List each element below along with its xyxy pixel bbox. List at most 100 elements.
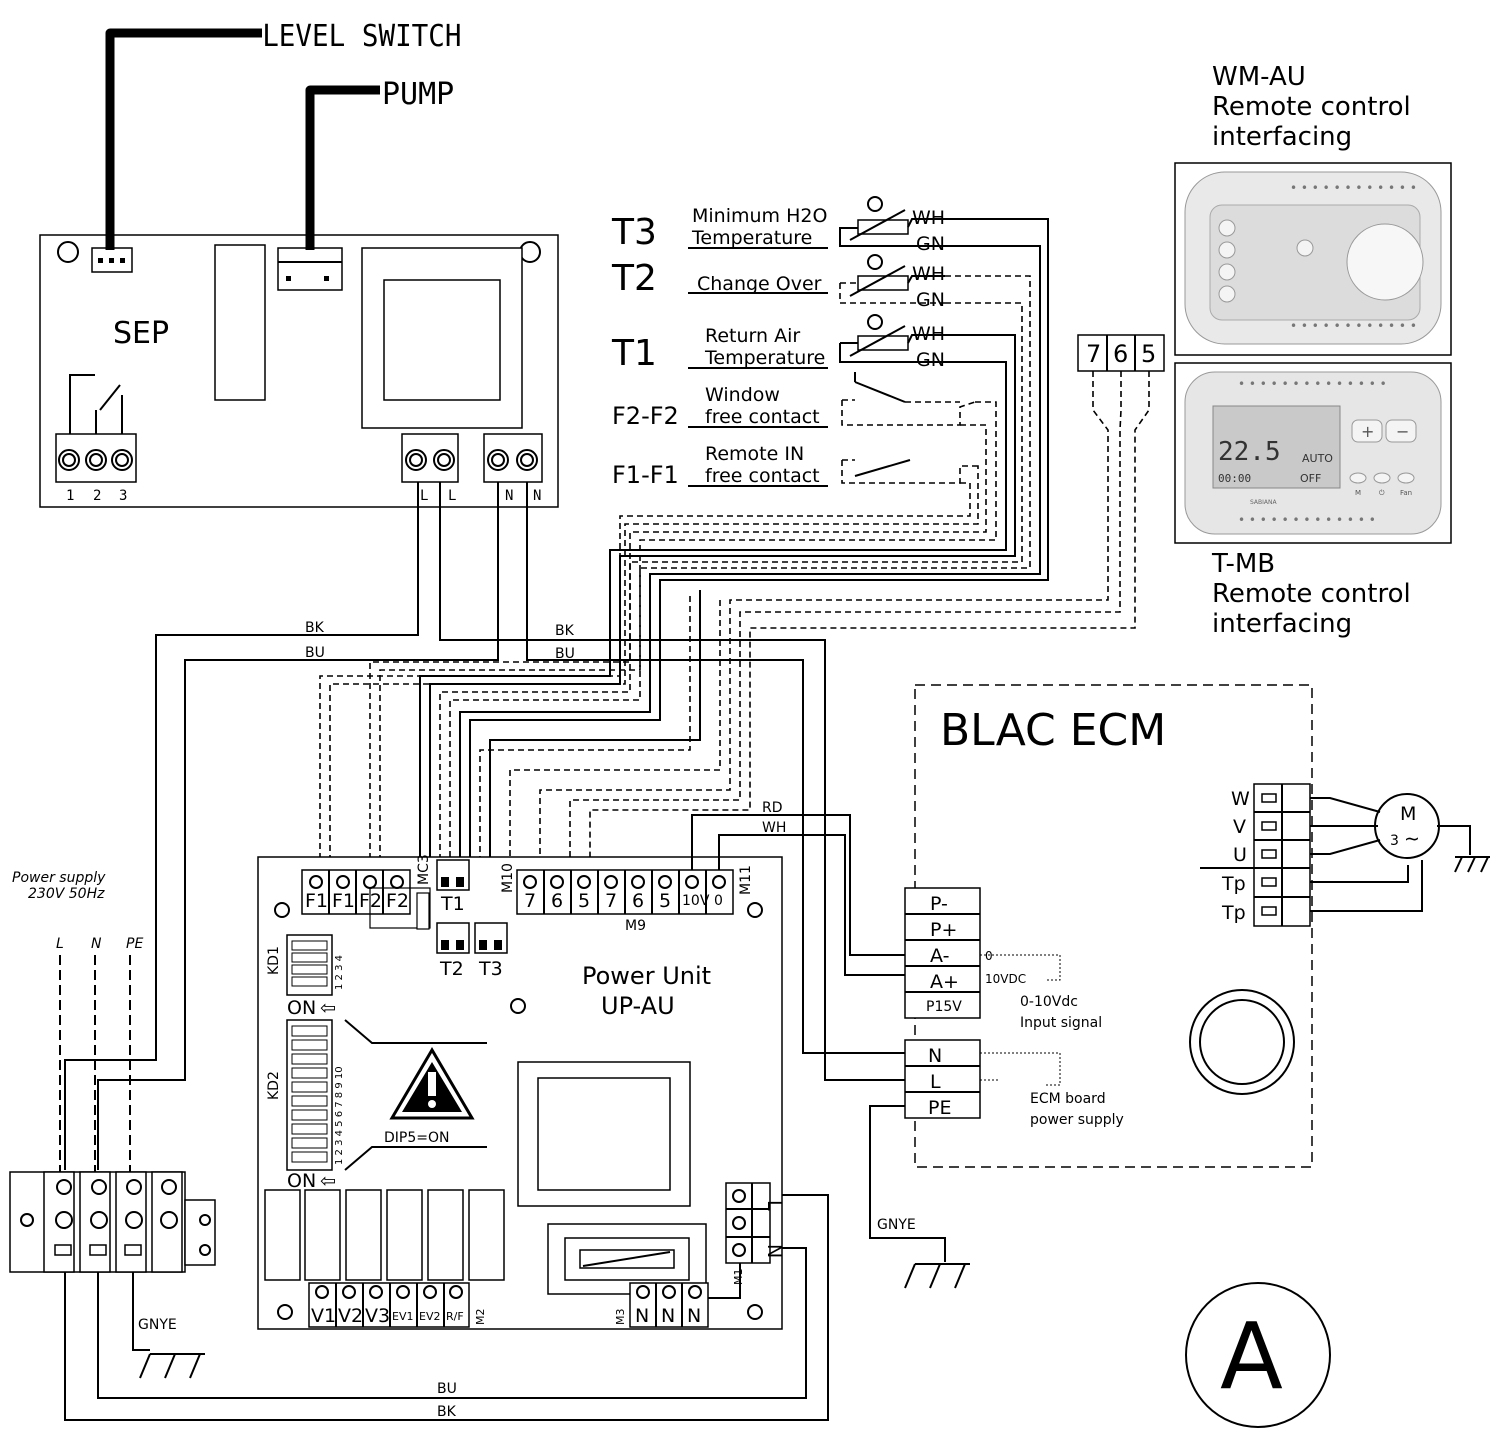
remote-terminal-block	[539, 334, 1165, 860]
pu-m3-n3: N	[687, 1305, 701, 1327]
wm-au-line2: Remote control	[1212, 92, 1411, 122]
motor-tp2: Tp	[1221, 902, 1246, 924]
t-mb-lcd-mode: AUTO	[1302, 452, 1333, 465]
kd2-switch	[291, 1025, 328, 1037]
sensor-t2-id: T2	[611, 258, 657, 299]
sep-power-terminals	[401, 433, 543, 483]
pu-m9-5b: 5	[659, 890, 671, 912]
wire-wh: WH	[762, 820, 786, 836]
kd2-switch	[291, 1109, 328, 1121]
sep-terminal-2: 2	[93, 488, 101, 504]
sep-terminal-3: 3	[119, 488, 127, 504]
ecm-a-minus: A-	[930, 945, 949, 967]
ecm-zero: 0	[985, 949, 993, 963]
pu-m9: M9	[625, 918, 646, 934]
wire-bk-1: BK	[305, 620, 325, 636]
sep-l1: L	[420, 488, 428, 504]
sep-title: SEP	[113, 316, 169, 351]
pu-kd1: KD1	[266, 946, 282, 975]
wm-au-line3: interfacing	[1212, 122, 1352, 152]
motor-ac-icon: ∼	[1404, 828, 1420, 850]
t-mb-btn-m: M	[1355, 489, 1361, 497]
sensor-list	[688, 247, 828, 487]
wm-au-line1: WM-AU	[1212, 62, 1306, 92]
pump-cable	[305, 85, 380, 250]
pu-m3-n1: N	[635, 1305, 649, 1327]
kd2-switch	[291, 1081, 328, 1093]
pu-f1-a: F1	[305, 890, 328, 912]
ecm-signal1: 0-10Vdc	[1020, 994, 1078, 1010]
power-supply-line1: Power supply	[12, 870, 106, 886]
t-mb-brand: SABIANA	[1250, 499, 1278, 506]
t-mb-dots-top: • • • • • • • • • • • • • •	[1238, 377, 1387, 391]
pu-ev1: EV1	[392, 1310, 413, 1323]
ecm-l: L	[930, 1071, 941, 1093]
sensor-t1-label1: Return Air	[705, 325, 800, 347]
pu-dip5: DIP5=ON	[384, 1130, 449, 1146]
pu-t1: T1	[440, 893, 465, 915]
motor-u: U	[1233, 844, 1247, 866]
pu-kd2: KD2	[266, 1071, 282, 1100]
pu-f2-b: F2	[386, 890, 409, 912]
pu-kd2-arrow-icon: ⇦	[320, 1170, 336, 1192]
diagram-letter-circle	[1185, 1282, 1331, 1428]
pu-ev2: EV2	[419, 1310, 440, 1323]
t-mb-btn-power: ⏻	[1379, 489, 1385, 497]
pu-m9-0: 0	[714, 893, 723, 909]
motor-m: M	[1400, 803, 1416, 825]
kd2-switch	[291, 1095, 328, 1107]
t-mb-dots-bottom: • • • • • • • • • • • • •	[1238, 513, 1376, 527]
contact-f2-label2: free contact	[705, 406, 820, 428]
remote-terminal-5: 5	[1141, 340, 1156, 368]
pu-title1: Power Unit	[582, 962, 711, 990]
pu-m1-l: L	[763, 1200, 785, 1211]
t1-wh: WH	[912, 323, 945, 345]
t3-wh: WH	[912, 207, 945, 229]
wire-bu-1: BU	[305, 645, 325, 661]
t-mb-remote-image: 22.5 AUTO 00:00 OFF + − M ⏻ Fan SABIANA …	[1174, 362, 1452, 544]
power-supply-l: L	[56, 936, 64, 952]
pu-kd2-on: ON	[287, 1170, 316, 1192]
contact-f2-label1: Window	[705, 384, 780, 406]
pu-f1-b: F1	[332, 890, 355, 912]
t-mb-minus-icon: −	[1396, 422, 1409, 441]
pu-m9-6a: 6	[551, 890, 563, 912]
motor-tp1: Tp	[1221, 873, 1246, 895]
wire-gnye-2: GNYE	[877, 1217, 916, 1233]
pu-m3: M3	[614, 1309, 627, 1326]
ecm-n: N	[928, 1045, 942, 1067]
sensor-t3-id: T3	[611, 212, 657, 253]
sensor-harness	[319, 218, 1049, 915]
wm-au-dots-bottom: • • • • • • • • • • • •	[1290, 319, 1417, 333]
level-switch-label: LEVEL SWITCH	[262, 18, 461, 53]
power-supply-pe: PE	[126, 936, 143, 952]
power-supply-n: N	[91, 936, 102, 952]
sep-n2: N	[533, 488, 541, 504]
t2-gn: GN	[916, 289, 945, 311]
kd2-switch	[291, 1067, 328, 1079]
ecm-title: BLAC ECM	[940, 705, 1166, 756]
sensor-t2-label2: Change Over	[697, 273, 822, 295]
sep-n1: N	[505, 488, 513, 504]
wire-bu-3: BU	[437, 1381, 457, 1397]
wm-au-remote-image: • • • • • • • • • • • • • • • • • • • • …	[1174, 162, 1452, 356]
blac-ecm-box	[904, 684, 1490, 1168]
t-mb-lcd-temp: 22.5	[1218, 437, 1281, 467]
pu-m9-5a: 5	[578, 890, 590, 912]
diagram-letter: A	[1220, 1303, 1283, 1410]
remote-terminal-6: 6	[1113, 340, 1128, 368]
level-switch-cable	[105, 28, 262, 250]
ecm-pe: PE	[928, 1097, 951, 1119]
pump-label: PUMP	[382, 77, 454, 112]
wire-bu-2: BU	[555, 646, 575, 662]
kd2-switch	[291, 1039, 328, 1051]
pu-v2: V2	[338, 1305, 363, 1327]
pu-t2: T2	[439, 958, 464, 980]
ecm-a-plus: A+	[930, 971, 959, 993]
pu-v3: V3	[365, 1305, 390, 1327]
ecm-power2: power supply	[1030, 1112, 1124, 1128]
ecm-p15v: P15V	[926, 999, 962, 1015]
pu-rf: R/F	[446, 1310, 464, 1323]
sep-terminal-block	[55, 433, 137, 483]
